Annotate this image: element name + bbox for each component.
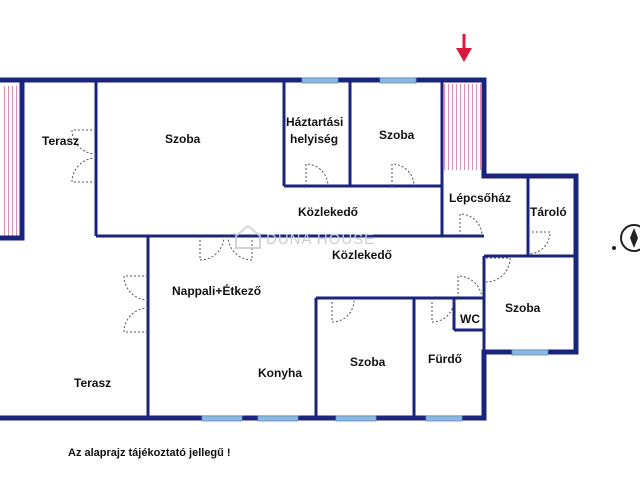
house-logo-icon (235, 224, 261, 249)
window (201, 415, 243, 422)
doors (71, 129, 551, 333)
room-label-tarolo: Tároló (530, 205, 567, 219)
room-label-szoba-bottom: Szoba (350, 355, 386, 369)
room-label-szoba-right: Szoba (505, 301, 541, 315)
window (335, 415, 377, 422)
entrance-arrow-icon (456, 34, 472, 62)
windows (201, 77, 549, 422)
door-swing (431, 298, 455, 323)
door-swing (331, 297, 355, 323)
staircase-right (444, 84, 482, 170)
room-label-nappali: Nappali+Étkező (172, 283, 261, 298)
room-label-szoba-top-right: Szoba (379, 128, 415, 142)
window (257, 415, 299, 422)
room-label-terasz-top: Terasz (42, 134, 79, 148)
watermark-text: DUNA HOUSE (266, 231, 375, 248)
outer-walls (0, 77, 579, 421)
room-label-lepcsohaz: Lépcsőház (449, 191, 511, 205)
room-label-terasz-bottom: Terasz (74, 376, 111, 390)
door-swing (527, 231, 551, 255)
room-label-konyha: Konyha (258, 366, 302, 380)
door-swing (391, 163, 415, 187)
room-label-haztartasi-2: helyiség (290, 132, 338, 146)
window (425, 415, 463, 422)
room-label-kozlekedo-upper: Közlekedő (298, 205, 358, 219)
room-label-szoba-top-left: Szoba (165, 132, 201, 146)
window (511, 349, 549, 356)
disclaimer-note: Az alaprajz tájékoztató jellegű ! (68, 447, 231, 459)
window (379, 77, 417, 84)
door-swing (305, 163, 329, 187)
compass-icon (612, 224, 640, 252)
inner-walls (94, 80, 576, 418)
room-label-furdo: Fürdő (428, 352, 462, 366)
window (301, 77, 339, 84)
door-swing (457, 275, 483, 299)
room-label-kozlekedo-lower: Közlekedő (332, 248, 392, 262)
door-swing (485, 257, 511, 283)
room-label-haztartasi-1: Háztartási (286, 115, 343, 129)
door-swing (71, 129, 97, 183)
door-swing (123, 275, 149, 333)
staircase-left (2, 86, 22, 236)
room-label-wc: WC (460, 312, 480, 326)
door-swing (199, 235, 253, 261)
door-swing (459, 213, 483, 237)
watermark-logo (235, 224, 261, 249)
